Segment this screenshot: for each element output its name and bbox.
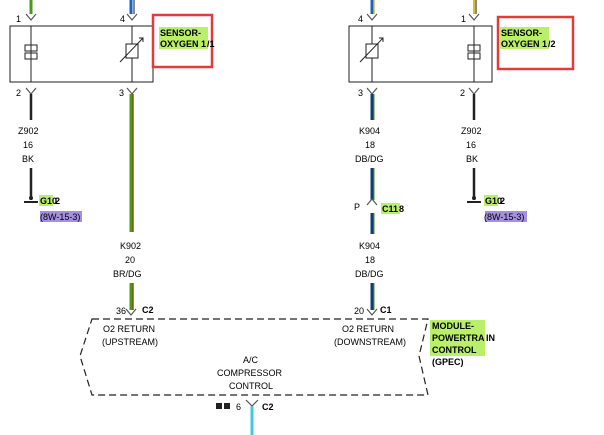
wire-circuit: K904	[359, 241, 380, 251]
connector-icon	[216, 403, 222, 409]
wire-color: BK	[22, 154, 34, 164]
wire-gauge: 16	[23, 140, 33, 150]
wire-circuit: K902	[120, 241, 141, 251]
pin-function: O2 RETURN	[342, 324, 394, 334]
sensor-name: SENSOR-	[501, 28, 542, 38]
wire-gauge: 18	[365, 255, 375, 265]
sensor-oxygen-1-2: 4 1 SENSOR- OXYGEN 1 /2 3 2 K904 18 DB/D…	[348, 0, 575, 316]
svg-text:8: 8	[399, 204, 404, 214]
sensor-name: OXYGEN 1	[501, 39, 547, 49]
callout-box	[151, 13, 214, 69]
label-highlight	[430, 320, 485, 356]
wire-color: BK	[466, 154, 478, 164]
callout-box	[496, 15, 575, 71]
connector-label: C2	[142, 305, 154, 315]
svg-text:IN: IN	[486, 333, 495, 343]
svg-text:2: 2	[500, 196, 505, 206]
heater-icon	[467, 44, 481, 52]
sensor-oxygen-1-1: 1 4 SENSOR- OXYGEN 1 /1 2 3 Z902 16 BK	[9, 0, 215, 316]
ground-ref[interactable]: (8W-15-3)	[40, 212, 80, 222]
module-name: MODULE-	[432, 321, 474, 331]
pin-number: 1	[16, 14, 21, 24]
module-function: A/C	[243, 355, 259, 365]
pin-number: 3	[119, 88, 124, 98]
sensor-box	[348, 25, 493, 83]
variable-resistor-icon	[365, 43, 379, 59]
module-outline	[79, 318, 429, 396]
module-abbrev: (GPEC)	[432, 357, 464, 367]
inline-connector-icon	[366, 198, 378, 206]
label-highlight	[381, 203, 400, 214]
pin-number: 3	[358, 88, 363, 98]
ground-ref[interactable]: (8W-15-3)	[484, 212, 524, 222]
wire-gauge: 18	[365, 140, 375, 150]
ground-label: G10	[485, 196, 502, 206]
pin-function: (DOWNSTREAM)	[334, 337, 406, 347]
pin-number: 20	[354, 306, 364, 316]
label-highlight	[159, 27, 208, 49]
pin-chevron	[25, 87, 37, 95]
ref-highlight	[40, 211, 82, 222]
sensor-suffix: /1	[207, 39, 215, 49]
ground-label: G10	[40, 196, 57, 206]
pin-number: 4	[358, 14, 363, 24]
wire-color: DB/DG	[355, 154, 384, 164]
pin-number: 6	[236, 402, 241, 412]
module-function: CONTROL	[229, 381, 273, 391]
ref-highlight	[485, 211, 527, 222]
wire-circuit: K904	[359, 126, 380, 136]
heater-icon	[24, 44, 38, 52]
connector-label: C2	[262, 402, 274, 412]
sensor-name: OXYGEN 1	[160, 39, 206, 49]
connector-label: C11	[382, 204, 398, 214]
pin-function: (UPSTREAM)	[102, 337, 158, 347]
sensor-suffix: /2	[548, 39, 556, 49]
wire-circuit: Z902	[18, 126, 39, 136]
pin-number: 36	[116, 306, 126, 316]
module-function: COMPRESSOR	[217, 368, 283, 378]
pin-number: 2	[460, 88, 465, 98]
svg-text:2: 2	[55, 196, 60, 206]
wire-circuit: Z902	[461, 126, 482, 136]
connector-p: P	[354, 202, 360, 212]
pin-chevron	[25, 13, 37, 21]
module-name: POWERTRA	[432, 333, 485, 343]
label-highlight	[39, 195, 53, 206]
variable-resistor-icon	[125, 43, 139, 59]
label-highlight	[500, 27, 549, 49]
sensor-name: SENSOR-	[160, 28, 201, 38]
pin-number: 4	[120, 14, 125, 24]
label-highlight	[484, 195, 498, 206]
pin-function: O2 RETURN	[103, 324, 155, 334]
pin-chevron	[126, 13, 138, 21]
module-powertrain-control: O2 RETURN (UPSTREAM) O2 RETURN (DOWNSTRE…	[79, 318, 495, 435]
pin-number: 2	[16, 88, 21, 98]
pin-chevron	[126, 87, 138, 95]
pin-number: 1	[461, 14, 466, 24]
connector-label: C1	[380, 305, 392, 315]
wire-color: BR/DG	[113, 269, 142, 279]
wire-gauge: 16	[466, 140, 476, 150]
module-name: CONTROL	[432, 345, 477, 355]
wire-gauge: 20	[125, 255, 135, 265]
wire-color: DB/DG	[355, 269, 384, 279]
